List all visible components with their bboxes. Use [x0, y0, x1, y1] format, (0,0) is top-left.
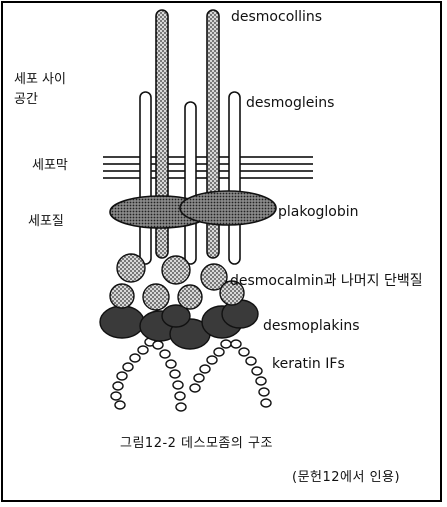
label-desmocollins: desmocollins: [231, 9, 323, 25]
label-plakoglobin: plakoglobin: [278, 204, 359, 220]
label-membrane: 세포막: [32, 158, 68, 173]
figure-frame: [1, 1, 442, 502]
desmoglein-rod-3: [228, 91, 241, 265]
label-keratin: keratin IFs: [272, 356, 345, 372]
label-intercellular-space-line1: 세포 사이: [14, 72, 66, 87]
keratin-filaments: [110, 337, 272, 412]
label-cytoplasm: 세포질: [28, 214, 64, 229]
label-desmogleins: desmogleins: [246, 95, 335, 111]
desmoglein-rod-1: [139, 91, 152, 265]
figure-caption: 그림12-2 데스모좀의 구조: [120, 436, 273, 451]
label-desmocalmin: desmocalmin과 나머지 단백질: [230, 273, 423, 289]
plakoglobin-layer: [109, 190, 277, 229]
desmocalmin-layer: [109, 253, 245, 311]
desmoglein-rod-2: [184, 101, 197, 265]
label-intercellular-space-line2: 공간: [14, 92, 38, 107]
label-desmoplakins: desmoplakins: [263, 318, 360, 334]
desmoplakin-layer: [99, 299, 259, 350]
figure-source: (문헌12에서 인용): [292, 470, 401, 485]
